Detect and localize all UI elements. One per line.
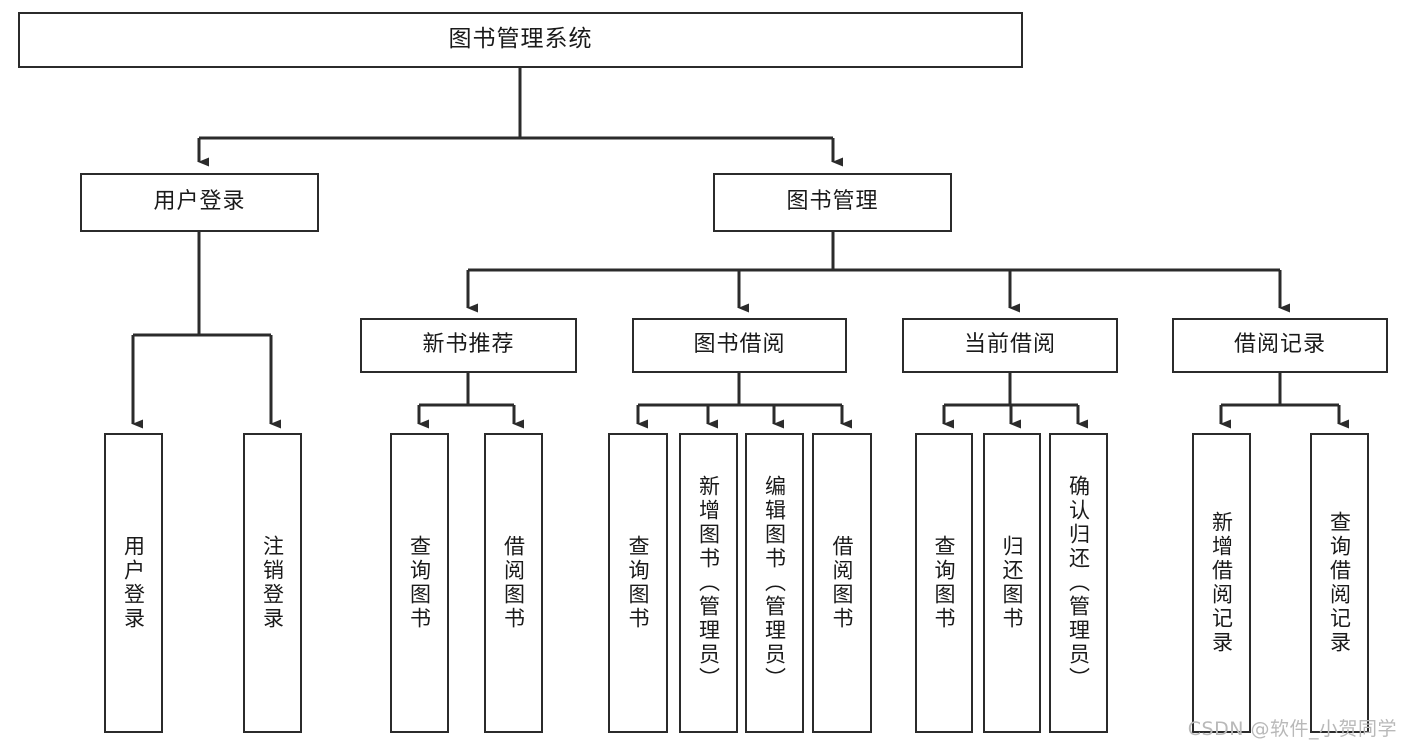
node-label: 新增图书（管理员） xyxy=(696,475,721,691)
leaf-user-login-login[interactable]: 用户登录 xyxy=(104,433,163,733)
node-label: 查询借阅记录 xyxy=(1327,511,1352,655)
node-label: 查询图书 xyxy=(407,535,432,631)
node-label: 用户登录 xyxy=(121,535,146,631)
watermark-text: CSDN @软件_小贺同学 xyxy=(1187,718,1397,740)
leaf-book-borrow-edit[interactable]: 编辑图书（管理员） xyxy=(745,433,804,733)
node-label: 借阅图书 xyxy=(830,535,855,631)
node-label: 新增借阅记录 xyxy=(1209,511,1234,655)
leaf-new-book-query[interactable]: 查询图书 xyxy=(390,433,449,733)
node-label: 查询图书 xyxy=(626,535,651,631)
node-label: 借阅记录 xyxy=(1233,332,1326,358)
node-book-management[interactable]: 图书管理 xyxy=(713,173,952,232)
node-book-borrow[interactable]: 图书借阅 xyxy=(632,318,847,373)
node-label: 新书推荐 xyxy=(422,332,515,358)
node-label: 图书管理 xyxy=(786,189,879,215)
node-borrow-record[interactable]: 借阅记录 xyxy=(1172,318,1388,373)
node-root-system[interactable]: 图书管理系统 xyxy=(18,12,1023,68)
node-label: 图书管理系统 xyxy=(448,26,593,53)
leaf-borrow-record-query[interactable]: 查询借阅记录 xyxy=(1310,433,1369,733)
leaf-user-login-logout[interactable]: 注销登录 xyxy=(243,433,302,733)
node-label: 借阅图书 xyxy=(501,535,526,631)
leaf-book-borrow-lend[interactable]: 借阅图书 xyxy=(812,433,872,733)
leaf-book-borrow-add[interactable]: 新增图书（管理员） xyxy=(679,433,738,733)
node-label: 注销登录 xyxy=(260,535,285,631)
node-label: 归还图书 xyxy=(1000,535,1025,631)
node-label: 查询图书 xyxy=(932,535,957,631)
leaf-current-borrow-query[interactable]: 查询图书 xyxy=(915,433,973,733)
node-label: 编辑图书（管理员） xyxy=(762,475,787,691)
leaf-current-borrow-confirm-return[interactable]: 确认归还（管理员） xyxy=(1049,433,1108,733)
node-label: 当前借阅 xyxy=(963,332,1056,358)
node-label: 图书借阅 xyxy=(693,332,786,358)
leaf-new-book-borrow[interactable]: 借阅图书 xyxy=(484,433,543,733)
node-current-borrow[interactable]: 当前借阅 xyxy=(902,318,1118,373)
leaf-book-borrow-query[interactable]: 查询图书 xyxy=(608,433,668,733)
node-label: 用户登录 xyxy=(153,189,246,215)
node-label: 确认归还（管理员） xyxy=(1066,475,1091,691)
node-user-login[interactable]: 用户登录 xyxy=(80,173,319,232)
node-new-book-recommend[interactable]: 新书推荐 xyxy=(360,318,577,373)
leaf-borrow-record-add[interactable]: 新增借阅记录 xyxy=(1192,433,1251,733)
leaf-current-borrow-return[interactable]: 归还图书 xyxy=(983,433,1041,733)
